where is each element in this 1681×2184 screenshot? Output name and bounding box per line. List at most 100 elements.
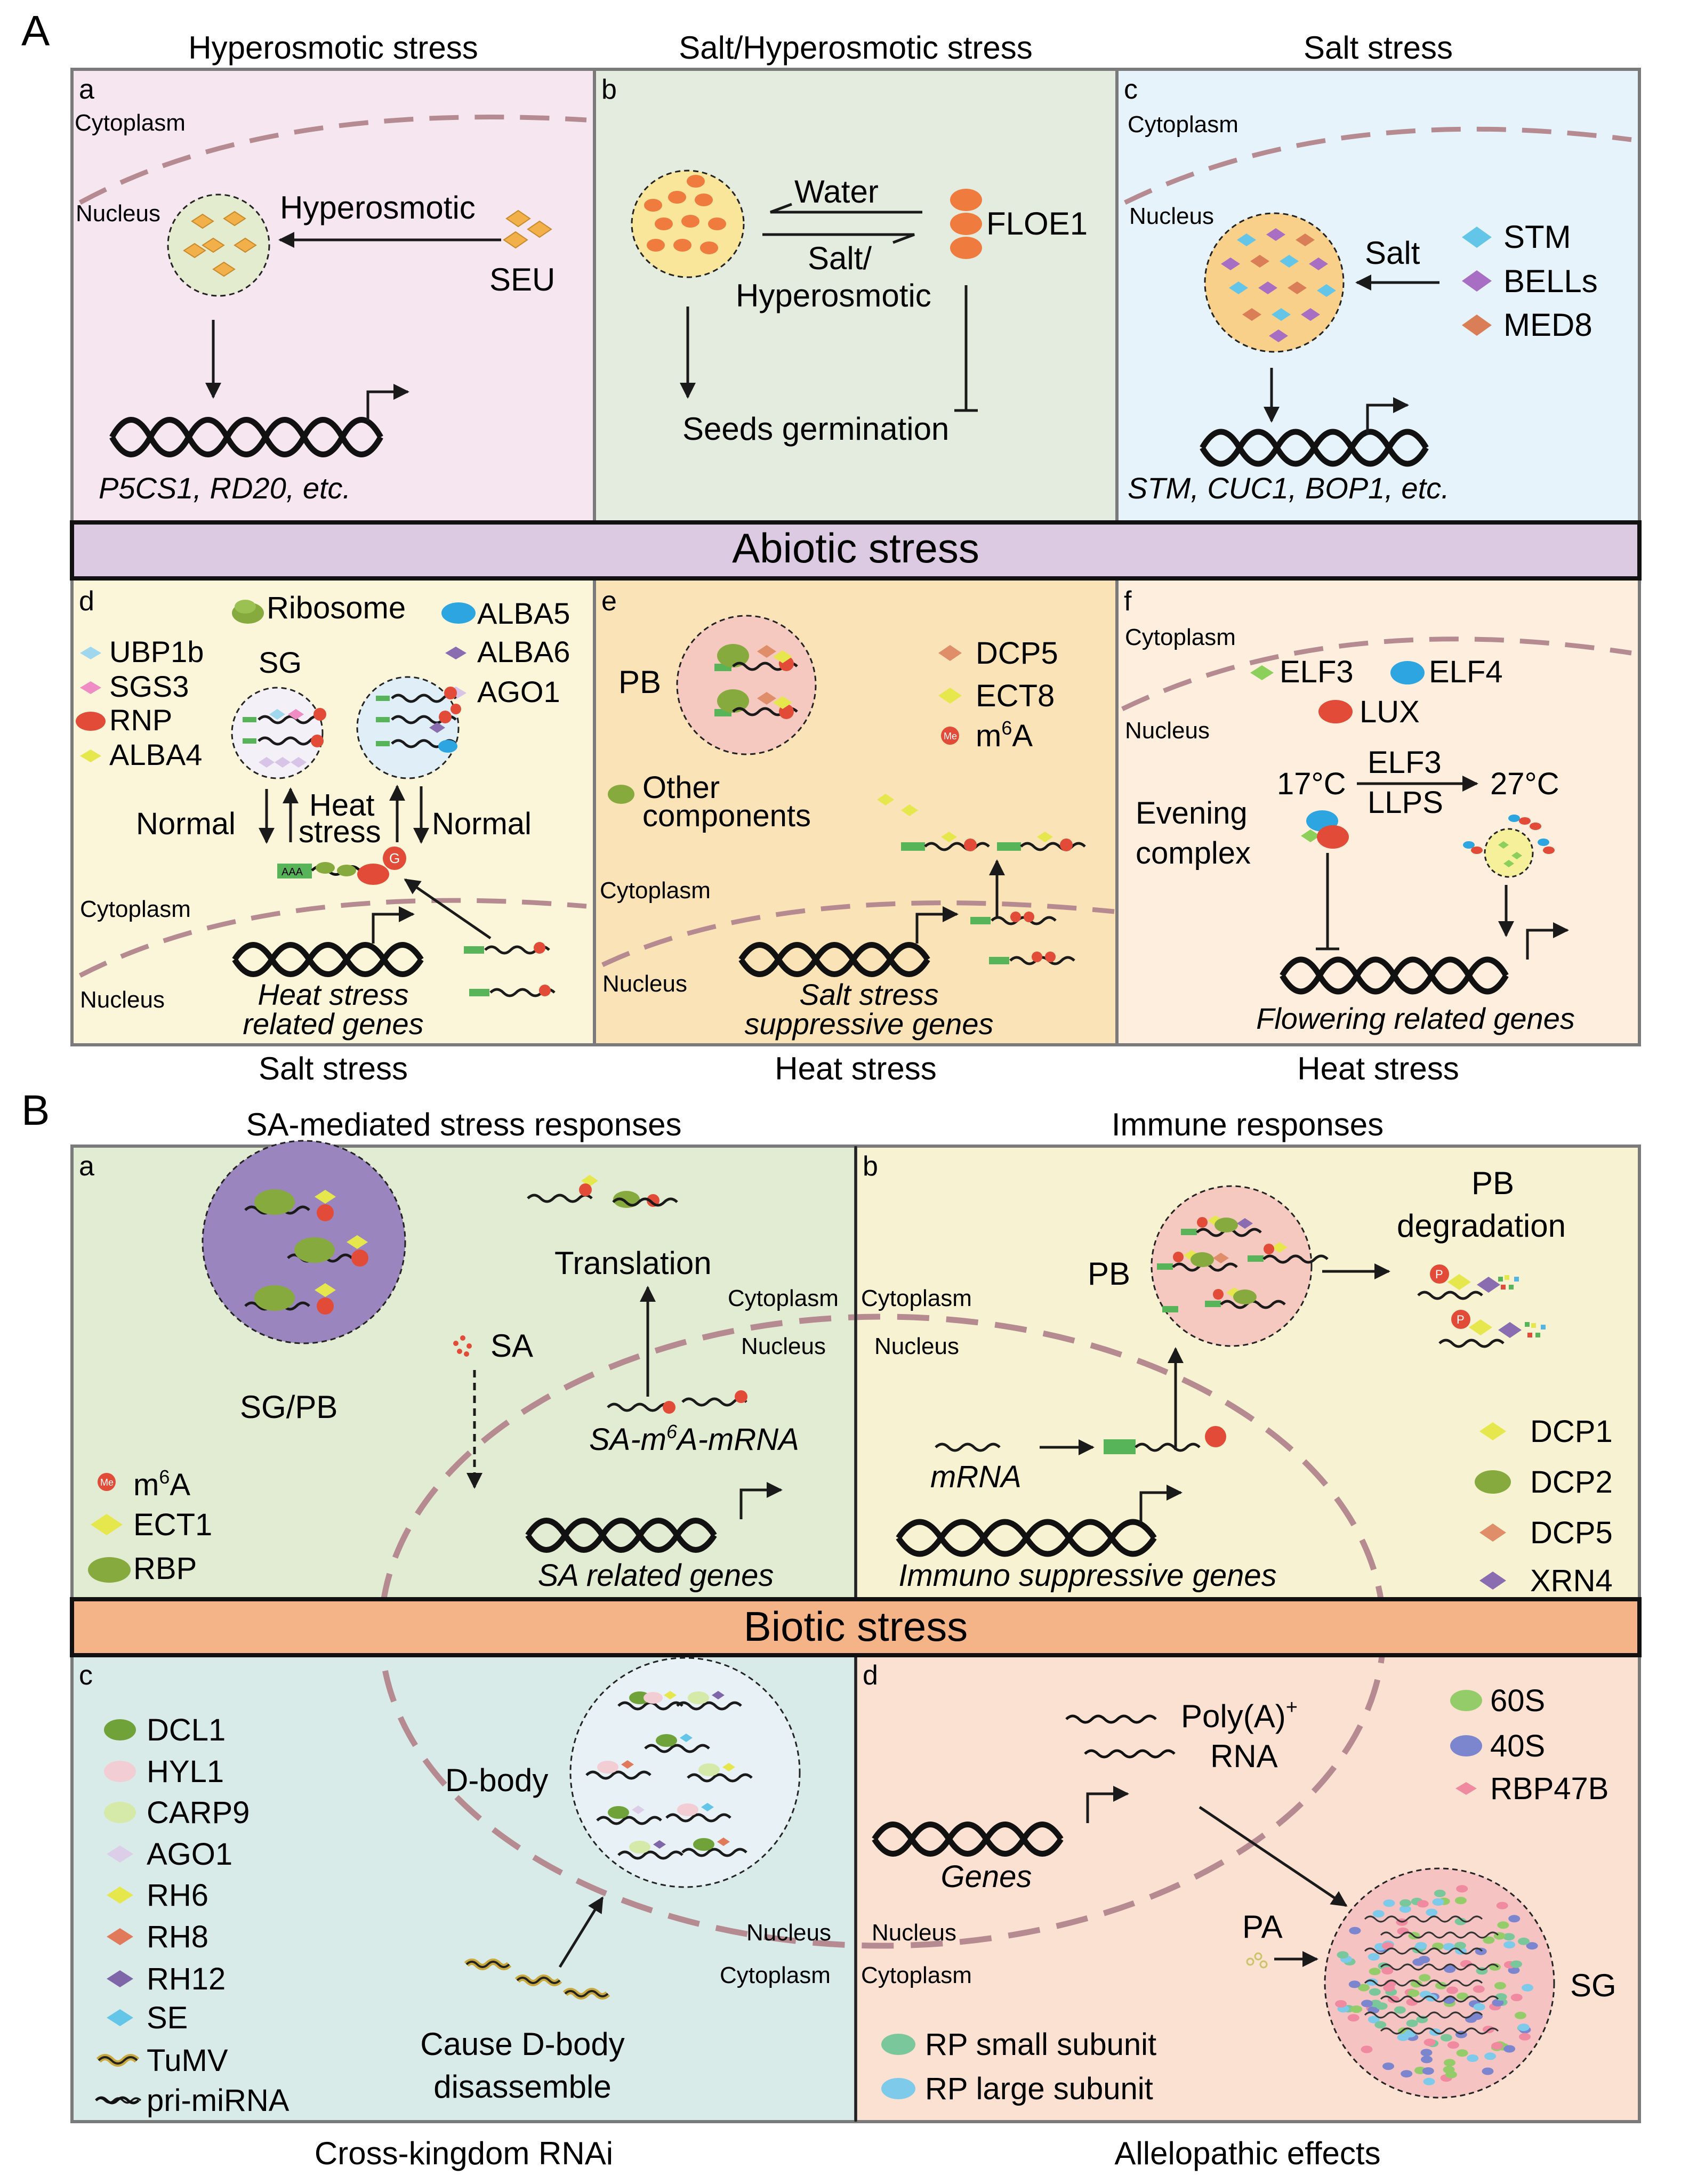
genes-c: STM, CUC1, BOP1, etc. <box>1128 471 1450 505</box>
sg-rna <box>1380 1995 1499 2003</box>
sg-granule <box>1415 1942 1427 1950</box>
sg-rna <box>1364 1947 1483 1955</box>
sg-granule <box>1484 2052 1497 2060</box>
svg-text:Me: Me <box>100 1477 114 1488</box>
f-label-elf3: ELF3 <box>1280 655 1354 689</box>
bd-legend-60s: 60S <box>1490 1683 1545 1718</box>
abiotic-band-label: Abiotic stress <box>732 525 979 571</box>
genes-d-2: related genes <box>243 1007 423 1041</box>
sg-granule <box>1412 1958 1425 1966</box>
sg-granule <box>1446 1986 1458 1994</box>
d-legend-ubp1b: UBP1b <box>109 635 204 668</box>
a-bottom-title-3: Heat stress <box>1297 1051 1459 1086</box>
dna-helix-Bb <box>896 1519 1157 1557</box>
sg-granule <box>1423 2077 1435 2085</box>
sg-rna <box>1364 1979 1483 1987</box>
svg-text:Nucleus: Nucleus <box>872 1920 956 1946</box>
dna-helix-Bd <box>872 1822 1064 1857</box>
bc-legend-rh6: RH6 <box>147 1878 208 1913</box>
sg-granule <box>1503 2045 1516 2053</box>
sg-granule <box>1423 2038 1436 2046</box>
sg-granule <box>1492 1998 1504 2006</box>
f-label-elf4: ELF4 <box>1429 655 1503 689</box>
svg-text:Cytoplasm: Cytoplasm <box>720 1962 831 1988</box>
svg-text:Nucleus: Nucleus <box>1125 718 1210 744</box>
floe1-label: FLOE1 <box>986 206 1088 241</box>
panel-B-d: d Poly(A)+ RNA 60S 40S RBP47B Genes Nucl… <box>861 1660 1616 2106</box>
svg-text:G: G <box>389 850 400 866</box>
svg-text:Hyperosmotic: Hyperosmotic <box>280 190 476 225</box>
svg-text:Water: Water <box>794 174 879 209</box>
svg-text:LLPS: LLPS <box>1368 785 1443 820</box>
a-top-title-2: Salt/Hyperosmotic stress <box>679 30 1033 66</box>
panel-B-c: c DCL1 HYL1 CARP9 AGO1 RH6 RH8 RH12 SE T… <box>79 1657 831 2118</box>
d-legend-alba4: ALBA4 <box>109 738 202 771</box>
svg-text:Cytoplasm: Cytoplasm <box>1128 111 1238 138</box>
sg-granule <box>1517 2024 1530 2032</box>
svg-text:SG: SG <box>1570 1968 1616 2003</box>
svg-text:Cytoplasm: Cytoplasm <box>728 1285 839 1311</box>
d-legend-rnp: RNP <box>109 703 172 737</box>
dna-helix-a <box>109 417 383 457</box>
svg-text:Cause D-body: Cause D-body <box>420 2026 625 2062</box>
b-top-title-1: SA-mediated stress responses <box>246 1107 681 1142</box>
sg-granule <box>1483 1936 1495 1944</box>
svg-text:d: d <box>79 586 94 617</box>
sg-granule <box>1361 2000 1373 2008</box>
svg-text:Salt: Salt <box>1365 235 1420 271</box>
f-label-lux: LUX <box>1360 695 1420 729</box>
d-body <box>569 1657 801 1888</box>
svg-text:complex: complex <box>1136 836 1251 871</box>
d-legend-sgs3: SGS3 <box>109 670 189 703</box>
sg-granule <box>1369 1988 1381 1996</box>
svg-text:e: e <box>601 586 617 617</box>
sg-granule <box>1426 1908 1438 1916</box>
svg-text:Nucleus: Nucleus <box>76 200 160 227</box>
sg-granule <box>1374 2021 1387 2029</box>
dna-helix-c <box>1200 429 1429 467</box>
dna-helix-Ba <box>525 1518 717 1553</box>
b-mrna: mRNA <box>930 1460 1022 1494</box>
panel-f: f Cytoplasm ELF3 ELF4 LUX Nucleus 17°C E… <box>1121 586 1632 1035</box>
bd-rp-small: RP small subunit <box>925 2027 1156 2062</box>
svg-text:Poly(A)+: Poly(A)+ <box>1181 1696 1298 1734</box>
svg-text:b: b <box>601 74 617 105</box>
bb-legend-dcp5: DCP5 <box>1530 1516 1613 1550</box>
svg-text:stress: stress <box>299 815 381 849</box>
c-legend-med8: MED8 <box>1503 307 1592 343</box>
svg-text:Salt/: Salt/ <box>808 240 872 276</box>
svg-text:Nucleus: Nucleus <box>80 987 165 1013</box>
svg-text:D-body: D-body <box>445 1762 548 1798</box>
genes-Ba: SA related genes <box>538 1558 774 1593</box>
svg-text:PB: PB <box>618 664 661 700</box>
panel-f-bg <box>1117 578 1639 1045</box>
bc-legend-ago1: AGO1 <box>147 1837 232 1872</box>
svg-text:c: c <box>79 1660 93 1691</box>
ba-legend-m6a: m6A <box>133 1466 190 1502</box>
panel-d: d UBP1b SGS3 RNP ALBA4 Ribosome ALBA5 AL… <box>76 586 587 1041</box>
svg-text:Normal: Normal <box>432 807 532 841</box>
bc-legend-dcl1: DCL1 <box>147 1713 226 1747</box>
svg-text:Cytoplasm: Cytoplasm <box>1125 624 1236 650</box>
part-a-letter: A <box>21 7 50 54</box>
bb-legend-dcp2: DCP2 <box>1530 1465 1613 1500</box>
genes-e-1: Salt stress <box>799 978 938 1011</box>
svg-text:b: b <box>863 1151 878 1182</box>
d-legend-alba6: ALBA6 <box>477 635 570 668</box>
sg-granule <box>1394 2006 1406 2014</box>
sg-granule <box>1473 1985 1485 1993</box>
sa-m6a-mrna: SA-m6A-mRNA <box>589 1421 799 1457</box>
b-top-title-2: Immune responses <box>1112 1107 1384 1142</box>
sg-granule <box>1434 1889 1446 1897</box>
sg-granule <box>1522 1984 1533 1992</box>
sg-granule <box>1383 1984 1395 1992</box>
sg-granule <box>1337 1951 1349 1959</box>
sg-granule <box>1443 2066 1455 2074</box>
svg-text:PB: PB <box>1471 1165 1514 1201</box>
panel-b: b Water FLOE1 Salt/ Hyperosmotic Seeds g… <box>601 74 1088 447</box>
bd-rp-large: RP large subunit <box>925 2072 1153 2106</box>
bb-legend-xrn4: XRN4 <box>1530 1564 1613 1598</box>
panel-d-bg <box>72 578 594 1045</box>
panel-e: e PB Me DCP5 ECT8 m6A Other components C… <box>600 586 1115 1041</box>
